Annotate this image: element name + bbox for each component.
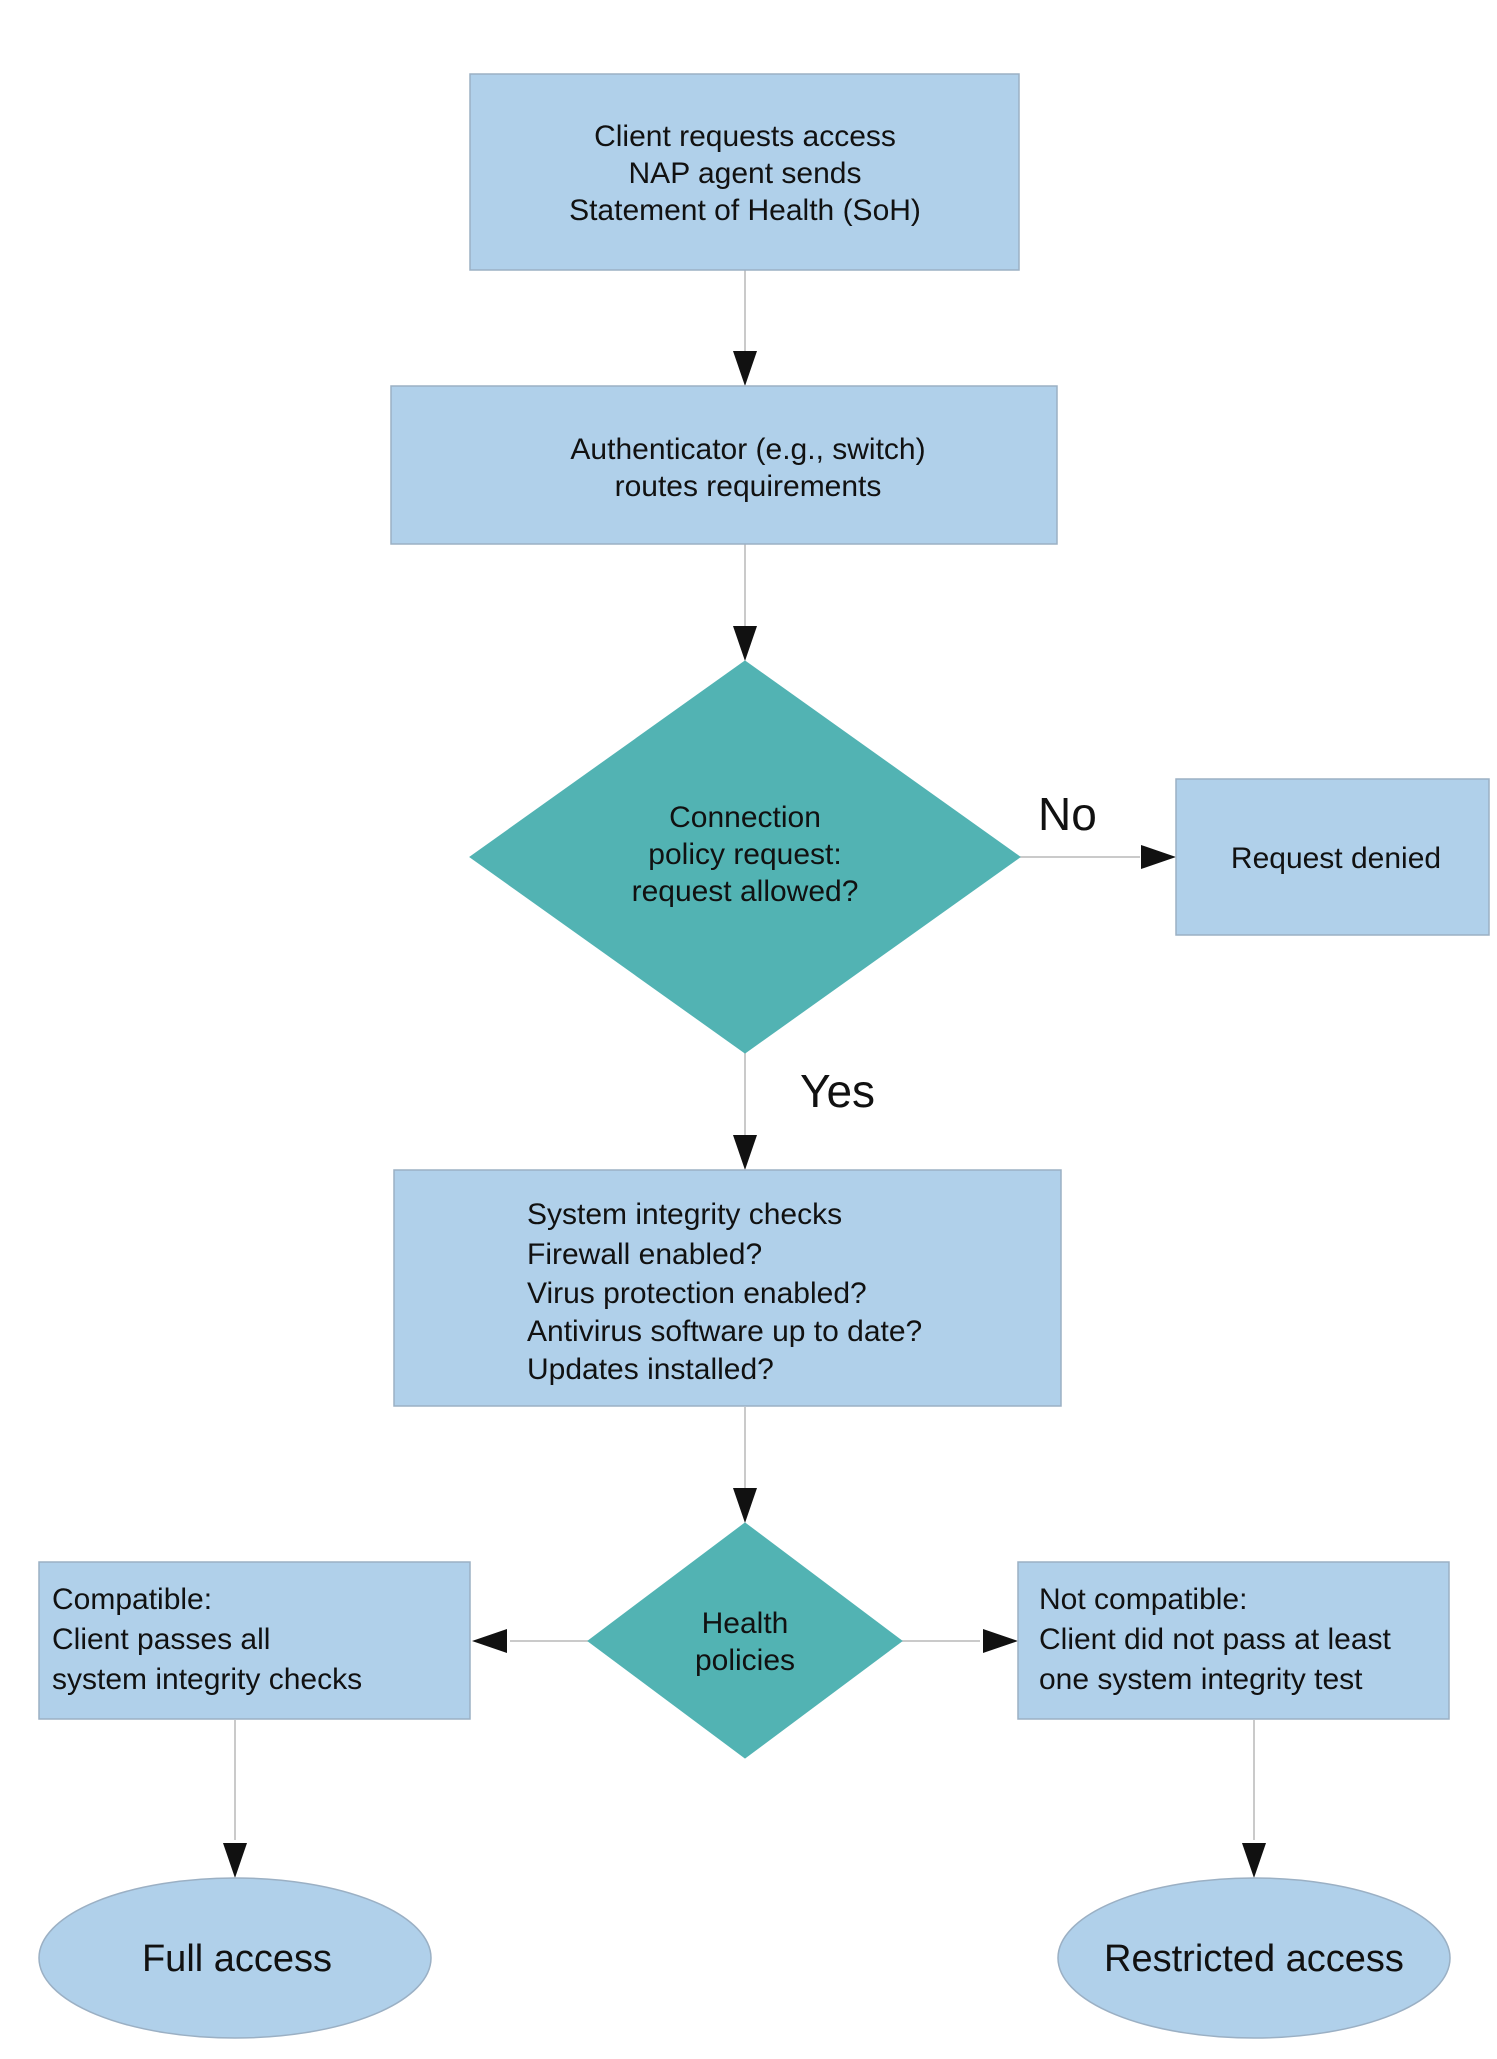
integrity-line-1: System integrity checks [527, 1198, 842, 1231]
yes-branch-label: Yes [800, 1065, 875, 1117]
full-access-text: Full access [142, 1938, 332, 1980]
arrowhead-to-integrity [733, 1135, 757, 1170]
compatible-box-text: Compatible: Client passes all system int… [52, 1583, 362, 1696]
not-compatible-box [1017, 1561, 1450, 1720]
not-compatible-box-text: Not compatible: Client did not pass at l… [1039, 1583, 1392, 1696]
compatible-line-1: Compatible: [52, 1583, 212, 1616]
integrity-line-5: Updates installed? [527, 1353, 774, 1386]
start-box-line-3: Statement of Health (SoH) [569, 194, 921, 227]
start-box-line-1: Client requests access [594, 120, 896, 153]
authenticator-line-1: Authenticator (e.g., switch) [570, 433, 925, 466]
compatible-box [38, 1561, 471, 1720]
integrity-box [393, 1169, 1062, 1407]
arrowhead-to-compatible [472, 1629, 507, 1653]
not-compatible-line-2: Client did not pass at least [1039, 1623, 1392, 1656]
arrowhead-to-full-access [223, 1843, 247, 1878]
arrowhead-to-health [733, 1488, 757, 1523]
connection-decision-text: Connection policy request: request allow… [632, 801, 859, 908]
integrity-line-4: Antivirus software up to date? [527, 1315, 922, 1348]
connection-decision-line-2: policy request: [648, 838, 841, 871]
connection-decision-diamond [469, 660, 1021, 1054]
restricted-access-ellipse [1057, 1877, 1451, 2039]
integrity-line-2: Firewall enabled? [527, 1238, 762, 1271]
health-decision-diamond [587, 1522, 903, 1759]
no-branch-label: No [1038, 788, 1097, 840]
full-access-ellipse [38, 1877, 432, 2039]
connection-decision-line-3: request allowed? [632, 875, 859, 908]
arrowhead-to-restricted-access [1242, 1843, 1266, 1878]
integrity-box-text: System integrity checks Firewall enabled… [527, 1198, 922, 1386]
restricted-access-text: Restricted access [1104, 1938, 1404, 1980]
arrowhead-to-authenticator [733, 351, 757, 386]
health-decision-line-1: Health [702, 1607, 789, 1640]
integrity-line-3: Virus protection enabled? [527, 1277, 867, 1310]
compatible-line-3: system integrity checks [52, 1663, 362, 1696]
not-compatible-line-3: one system integrity test [1039, 1663, 1363, 1696]
denied-box-text: Request denied [1231, 842, 1441, 875]
arrowhead-to-denied [1141, 845, 1176, 869]
denied-box [1175, 778, 1490, 936]
health-decision-line-2: policies [695, 1644, 795, 1677]
health-decision-text: Health policies [695, 1607, 795, 1677]
arrowhead-to-not-compatible [983, 1629, 1018, 1653]
connectors [234, 270, 1255, 1840]
authenticator-line-2: routes requirements [615, 470, 882, 503]
authenticator-box [390, 385, 1058, 545]
compatible-line-2: Client passes all [52, 1623, 270, 1656]
authenticator-box-text: Authenticator (e.g., switch) routes requ… [570, 433, 925, 503]
start-box [469, 73, 1020, 271]
connection-decision-line-1: Connection [669, 801, 821, 834]
arrowhead-to-decision [733, 626, 757, 661]
not-compatible-line-1: Not compatible: [1039, 1583, 1247, 1616]
start-box-text: Client requests access NAP agent sends S… [569, 120, 921, 227]
arrowheads [223, 351, 1266, 1878]
start-box-line-2: NAP agent sends [629, 157, 862, 190]
